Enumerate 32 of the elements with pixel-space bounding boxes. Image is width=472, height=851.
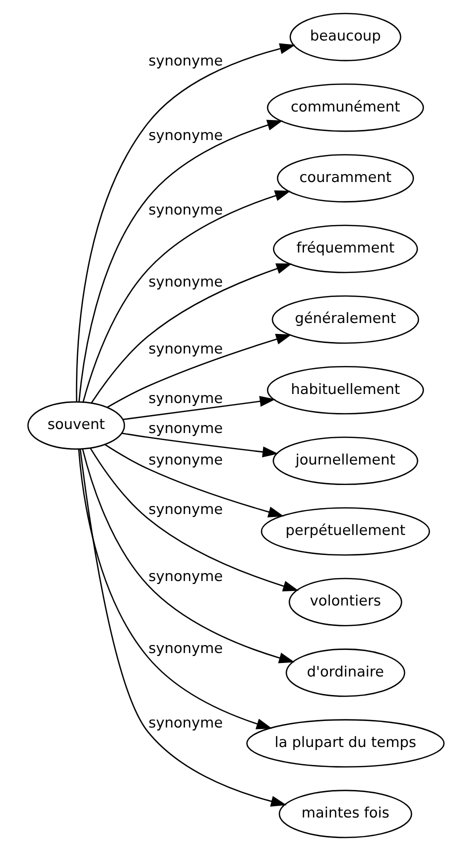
arrow bbox=[104, 444, 284, 518]
edge-label: synonyme bbox=[148, 715, 223, 732]
edge-label: synonyme bbox=[148, 502, 223, 518]
arrow bbox=[76, 43, 296, 402]
node-ellipse: volontiers bbox=[288, 578, 402, 626]
arrow bbox=[78, 120, 283, 402]
arrow bbox=[90, 263, 292, 404]
edge-label: synonyme bbox=[148, 202, 223, 219]
arrow bbox=[78, 449, 272, 730]
edge-label: synonyme bbox=[148, 640, 223, 657]
edge-label: synonyme bbox=[148, 452, 223, 468]
node-ellipse: journellement bbox=[272, 436, 418, 486]
edge-label: synonyme bbox=[148, 54, 223, 70]
arrow bbox=[90, 448, 299, 592]
edge-label: synonyme bbox=[148, 341, 223, 358]
node-ellipse: couramment bbox=[276, 154, 414, 202]
arrow bbox=[122, 432, 278, 458]
edge-label: synonyme bbox=[148, 274, 223, 291]
node-ellipse: habituellement bbox=[266, 366, 424, 414]
node-ellipse: souvent bbox=[27, 401, 126, 450]
arrow bbox=[82, 449, 295, 664]
arrow bbox=[122, 396, 276, 420]
edge-label: synonyme bbox=[148, 391, 223, 408]
arrow bbox=[82, 190, 291, 402]
arrow bbox=[80, 449, 287, 807]
node-ellipse: maintes fois bbox=[278, 790, 412, 838]
edge-label: synonyme bbox=[148, 421, 223, 438]
edge-label: synonyme bbox=[148, 568, 223, 585]
node-ellipse: d'ordinaire bbox=[286, 648, 406, 697]
arrow bbox=[106, 334, 292, 408]
node-ellipse: beaucoup bbox=[290, 12, 402, 62]
edge-label: synonyme bbox=[148, 128, 223, 144]
